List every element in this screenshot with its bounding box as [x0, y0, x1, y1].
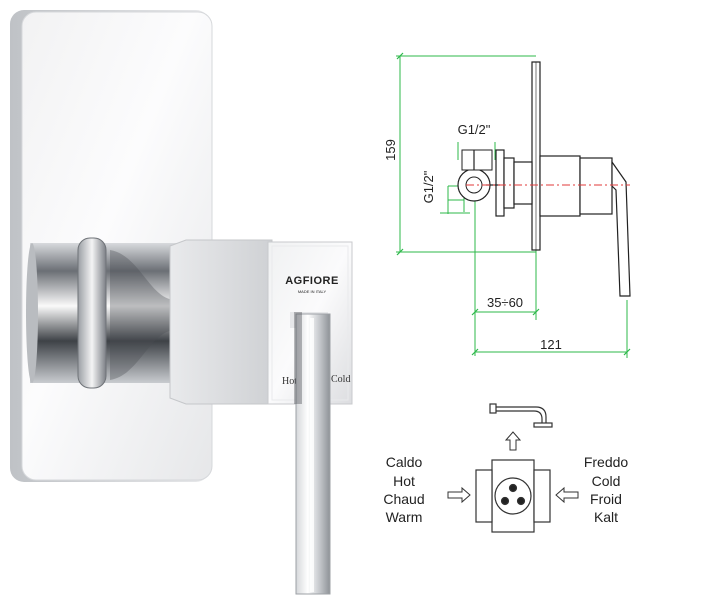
- technical-drawing: 159 G1/2" G1/2" 35÷60 121: [383, 52, 631, 358]
- hot-label-it: Caldo: [386, 454, 423, 470]
- dimension-lines: [396, 55, 628, 358]
- lever-handle: [290, 312, 331, 595]
- hot-inlet-arrow-icon: [447, 486, 471, 504]
- hot-labels: Caldo Hot Chaud Warm: [383, 454, 424, 525]
- hot-label-fr: Chaud: [383, 491, 424, 507]
- thread-top-label: G1/2": [458, 122, 491, 137]
- flow-schematic: Caldo Hot Chaud Warm Freddo Cold Froid K…: [383, 403, 629, 533]
- cold-labels: Freddo Cold Froid Kalt: [584, 454, 629, 525]
- height-dimension: 159: [383, 139, 398, 161]
- depth-dimension: 35÷60: [487, 295, 523, 310]
- valve-profile: [457, 149, 631, 297]
- thread-side-label: G1/2": [421, 170, 436, 203]
- outlet-arrow-icon: [504, 431, 522, 451]
- shower-head-icon: [489, 403, 553, 428]
- length-dimension: 121: [540, 337, 562, 352]
- cold-label-fr: Froid: [590, 491, 622, 507]
- brand-logo: AGFIORE: [285, 275, 339, 287]
- made-in-label: MADE IN ITALY: [298, 289, 327, 294]
- hot-label-en: Hot: [393, 473, 415, 489]
- mixer-body: [26, 237, 190, 389]
- valve-schematic-icon: [475, 459, 551, 533]
- hot-label-de: Warm: [386, 509, 423, 525]
- cold-label-de: Kalt: [594, 509, 618, 525]
- cold-label-en: Cold: [592, 473, 621, 489]
- cold-mark: Cold: [331, 374, 350, 385]
- plate-profile: [531, 61, 541, 251]
- hot-mark: Hot: [282, 376, 297, 387]
- handle-cube: AGFIORE MADE IN ITALY Hot Cold: [169, 239, 353, 405]
- cold-label-it: Freddo: [584, 454, 629, 470]
- cold-inlet-arrow-icon: [555, 486, 579, 504]
- faucet-photo: AGFIORE MADE IN ITALY Hot Cold: [10, 10, 353, 595]
